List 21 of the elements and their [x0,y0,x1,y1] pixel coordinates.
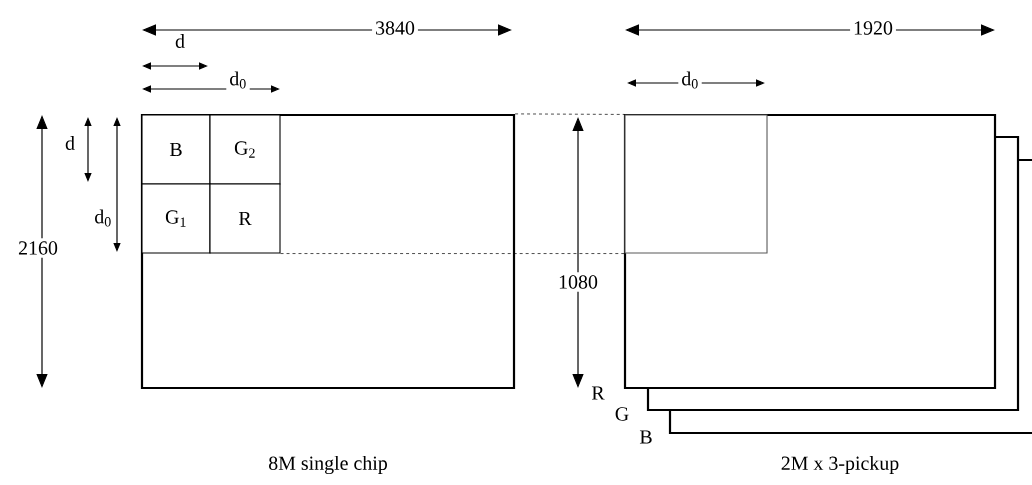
dimension-label: d$_{0}$ [91,206,115,230]
pixel-cell: G$_{2}$ [209,114,281,185]
dimension-label: d [62,133,78,153]
plate-letter: B [639,430,652,444]
projection-line [280,253,625,254]
pixel-cell: B [141,114,211,185]
projection-line [514,113,625,115]
caption: 2M x 3-pickup [781,455,899,475]
dimension-label: 2160 [15,238,61,258]
caption: 8M single chip [269,455,387,475]
pixel-area-square [624,114,768,254]
dimension-label: d$_{0}$ [678,68,702,92]
plate-letter: R [591,386,605,400]
pixel-cell: R [209,183,281,254]
dimension-label: d [172,31,188,51]
dimension-label: 1920 [850,18,896,38]
plate-letter: G [615,407,629,421]
dimension-label: 3840 [372,18,418,38]
pixel-cell: G$_{1}$ [141,183,211,254]
dimension-label: d$_{0}$ [226,68,250,92]
dimension-label: 1080 [555,272,601,292]
